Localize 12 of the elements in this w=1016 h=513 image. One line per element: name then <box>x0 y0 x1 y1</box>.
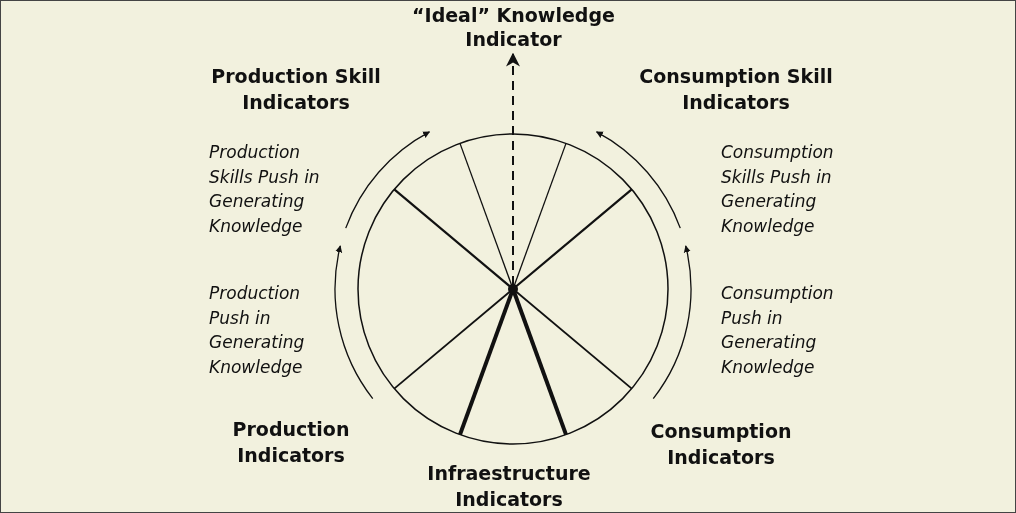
indicator-label: Consumption Indicators <box>649 419 793 470</box>
annotation-text: Production Push in Generating Knowledge <box>209 282 306 379</box>
indicator-label: Production Skill Indicators <box>210 64 382 115</box>
annotation-text: Consumption Push in Generating Knowledge <box>721 282 835 379</box>
arrow <box>506 52 520 286</box>
indicator-label: Consumption Skill Indicators <box>638 64 834 115</box>
indicator-label: Production Indicators <box>231 417 351 468</box>
center-dot <box>508 284 518 294</box>
indicator-label: “Ideal” Knowledge Indicator <box>401 3 626 51</box>
annotation-text: Consumption Skills Push in Generating Knowledge <box>721 141 835 238</box>
indicator-label: Infraestructure Indicators <box>426 461 592 512</box>
annotation-text: Production Skills Push in Generating Knowledge <box>209 141 321 238</box>
